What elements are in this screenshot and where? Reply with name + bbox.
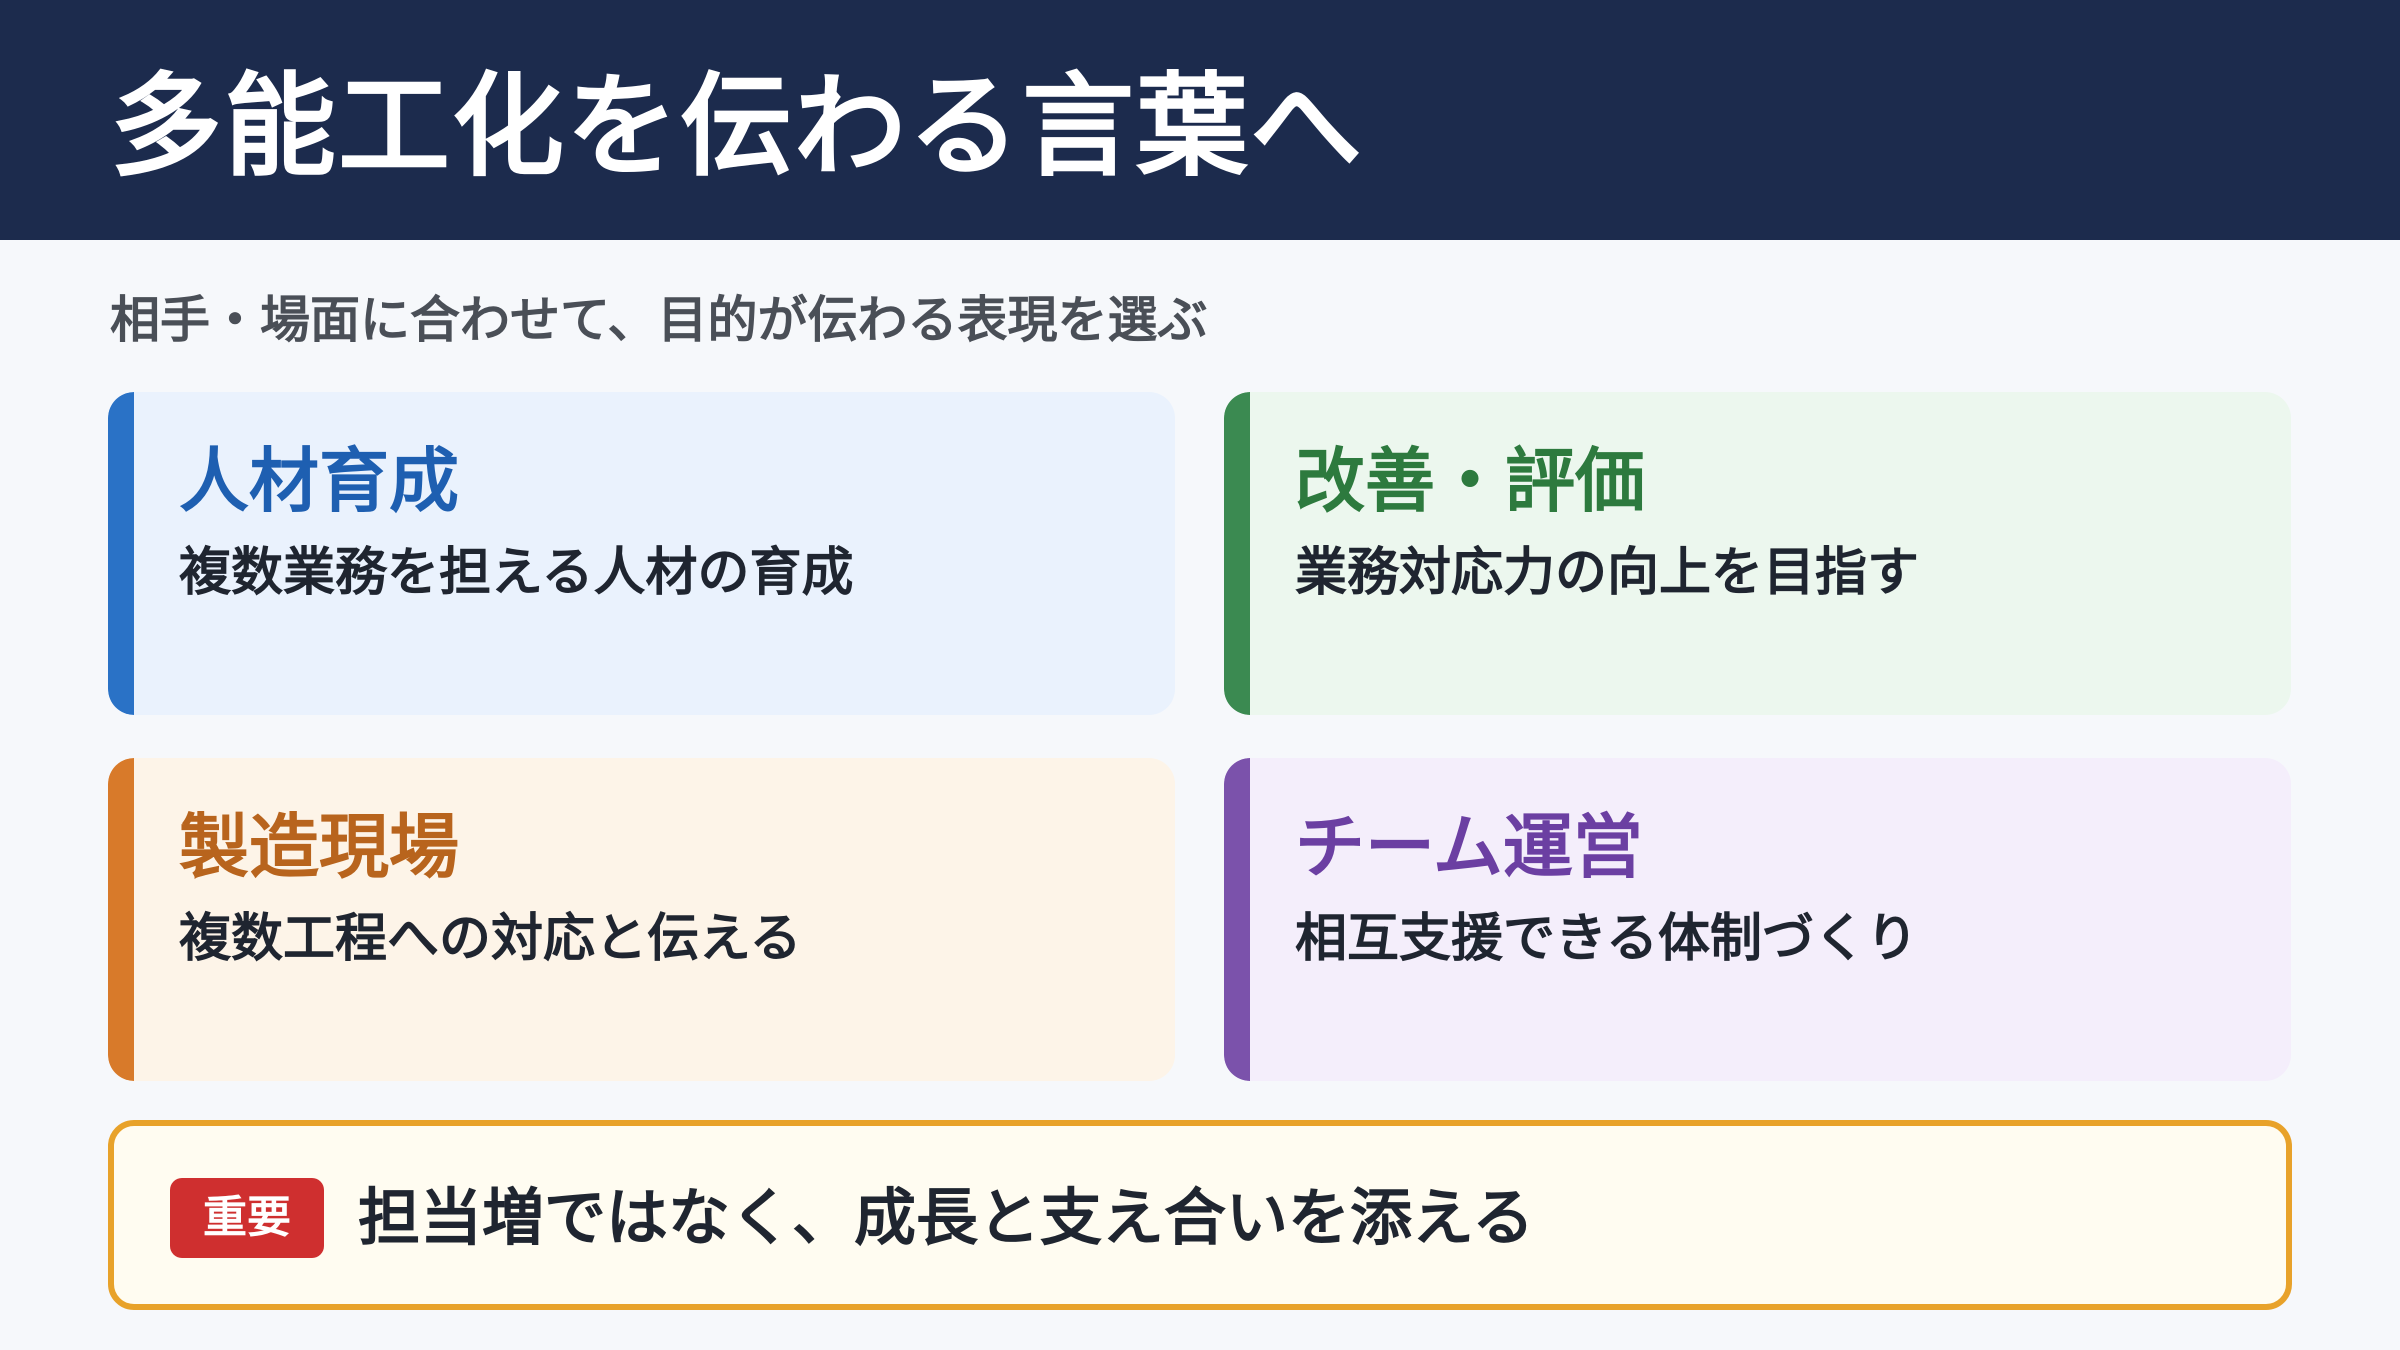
important-badge: 重要 [170,1178,324,1258]
card-improvement-evaluation: 改善・評価 業務対応力の向上を目指す [1224,392,2291,715]
card-accent-bar [1224,392,1250,715]
card-accent-bar [108,392,134,715]
header-bar: 多能工化を伝わる言葉へ [0,0,2400,240]
card-title: 改善・評価 [1295,440,1645,522]
card-description: 複数工程への対応と伝える [179,909,802,969]
card-human-resources: 人材育成 複数業務を担える人材の育成 [108,392,1175,715]
card-accent-bar [108,758,134,1081]
card-title: 製造現場 [179,806,459,888]
callout-text: 担当増ではなく、成長と支え合いを添える [358,1181,1535,1254]
card-title: 人材育成 [179,440,459,522]
important-callout: 重要 担当増ではなく、成長と支え合いを添える [108,1120,2292,1310]
page-title: 多能工化を伝わる言葉へ [110,62,1364,192]
card-team-management: チーム運営 相互支援できる体制づくり [1224,758,2291,1081]
page-subtitle: 相手・場面に合わせて、目的が伝わる表現を選ぶ [110,291,1208,349]
card-manufacturing-floor: 製造現場 複数工程への対応と伝える [108,758,1175,1081]
card-description: 業務対応力の向上を目指す [1295,543,1920,603]
card-accent-bar [1224,758,1250,1081]
card-description: 複数業務を担える人材の育成 [179,543,854,603]
card-title: チーム運営 [1295,806,1643,888]
card-description: 相互支援できる体制づくり [1295,909,1918,969]
